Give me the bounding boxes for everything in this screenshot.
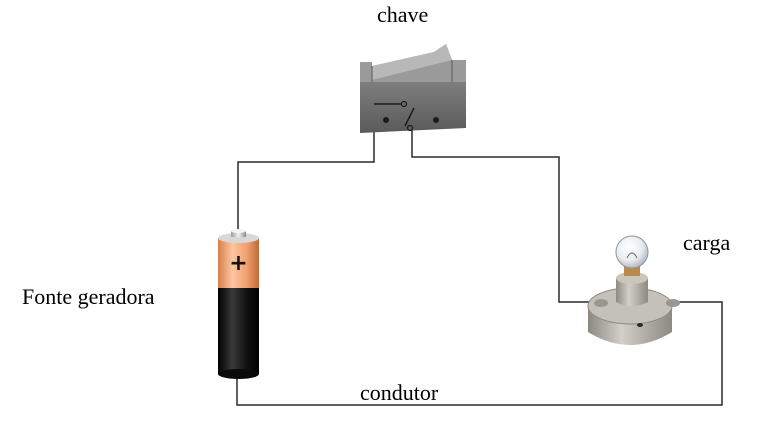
battery-plus-symbol: + — [229, 251, 247, 276]
conductor-wire — [236, 104, 723, 406]
conductor-label: condutor — [360, 380, 439, 405]
lamp-icon — [587, 235, 680, 345]
wire-battery-to-switch — [237, 104, 375, 232]
switch-icon — [360, 44, 466, 133]
battery-icon — [218, 229, 259, 379]
wire-lamp-to-battery — [236, 301, 723, 406]
wire-switch-to-lamp — [411, 126, 598, 303]
switch-label: chave — [377, 2, 429, 27]
source-label: Fonte geradora — [22, 284, 155, 309]
load-label: carga — [683, 230, 731, 255]
